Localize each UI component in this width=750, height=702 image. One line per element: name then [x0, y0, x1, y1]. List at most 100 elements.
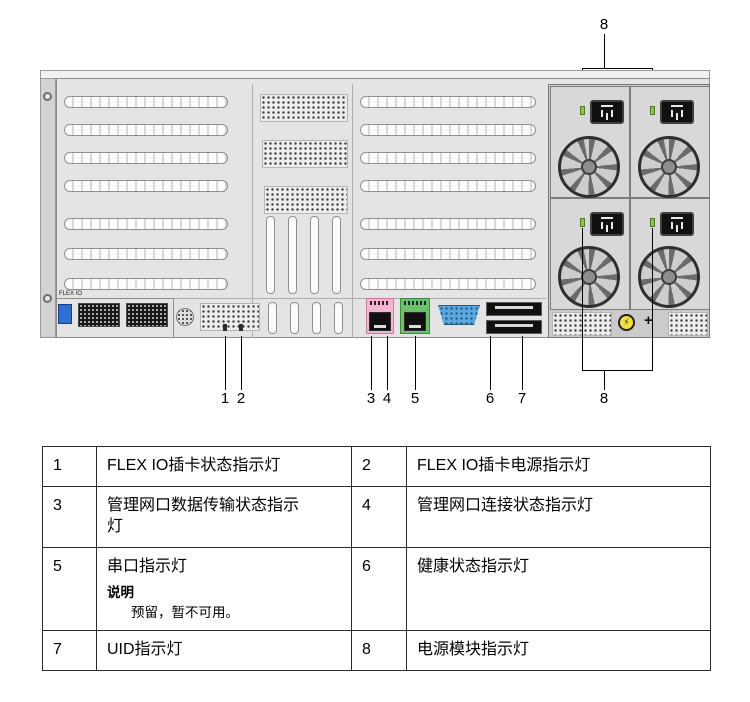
fan-hub	[661, 269, 677, 285]
vga-port	[438, 305, 480, 325]
panel-divider	[352, 84, 353, 338]
usb-port	[486, 320, 542, 334]
legend-num: 4	[351, 486, 407, 548]
callout-2: 2	[236, 390, 246, 407]
psu-warning-glyph: ⚡	[623, 317, 630, 327]
legend-desc: FLEX IO插卡电源指示灯	[406, 446, 711, 487]
psu-fan	[638, 246, 700, 308]
legend-desc-text: UID指示灯	[107, 641, 183, 659]
legend-desc: 健康状态指示灯	[406, 546, 711, 632]
psu-status-led	[580, 218, 585, 227]
table-row: 1 FLEX IO插卡状态指示灯 2 FLEX IO插卡电源指示灯	[42, 446, 711, 487]
vent-grid	[260, 94, 348, 122]
plus-mark: +	[644, 312, 653, 329]
power-socket	[590, 100, 624, 124]
vent-grid	[264, 186, 348, 214]
screw-hole	[43, 294, 52, 303]
mgmt-port	[369, 312, 391, 331]
callout-1: 1	[220, 390, 230, 407]
flexio-port-blue	[58, 304, 72, 324]
panel-divider	[56, 298, 546, 299]
legend-num: 7	[42, 630, 97, 672]
legend-num: 3	[42, 486, 97, 548]
riser-slot	[332, 216, 341, 294]
riser-slot	[310, 216, 319, 294]
callout-line	[604, 370, 605, 390]
rack-ear-left	[40, 78, 56, 338]
callout-line	[241, 336, 242, 390]
legend-num: 6	[351, 546, 407, 632]
pcie-slot	[360, 124, 536, 136]
pcie-slot	[360, 218, 536, 230]
flexio-port-cage	[126, 303, 168, 327]
legend-num: 5	[42, 546, 97, 632]
legend-num: 8	[351, 630, 407, 672]
fan-hub	[581, 159, 597, 175]
mgmt-port-label-mark	[370, 301, 390, 305]
callout-4: 4	[382, 390, 392, 407]
usb-port	[486, 302, 542, 316]
power-socket	[660, 100, 694, 124]
legend-desc: FLEX IO插卡状态指示灯	[96, 446, 352, 487]
vent-grid	[262, 140, 348, 168]
legend-desc: UID指示灯	[96, 630, 352, 672]
psu-status-led	[650, 218, 655, 227]
pcie-slot	[64, 218, 228, 230]
power-socket	[660, 212, 694, 236]
callout-line	[371, 336, 372, 390]
table-row: 3 管理网口数据传输状态指示灯 4 管理网口连接状态指示灯	[42, 486, 711, 548]
pcie-slot	[360, 248, 536, 260]
grille-button	[176, 308, 194, 326]
table-row: 5 串口指示灯 说明 预留，暂不可用。 6 健康状态指示灯	[42, 546, 711, 632]
legend-table: 1 FLEX IO插卡状态指示灯 2 FLEX IO插卡电源指示灯 3 管理网口…	[42, 446, 711, 672]
legend-desc: 电源模块指示灯	[406, 630, 711, 672]
pcie-slot	[64, 278, 228, 290]
legend-num: 2	[351, 446, 407, 487]
callout-5: 5	[410, 390, 420, 407]
pcie-slot	[64, 152, 228, 164]
pcie-slot	[360, 96, 536, 108]
callout-line	[522, 336, 523, 390]
vent-grid	[200, 303, 260, 331]
panel-divider	[252, 84, 253, 338]
callout-line	[582, 370, 653, 371]
riser-slot	[288, 216, 297, 294]
note-title: 说明	[107, 585, 134, 601]
screw-hole	[43, 92, 52, 101]
callout-line	[652, 228, 653, 370]
legend-desc-text: FLEX IO插卡状态指示灯	[107, 457, 281, 474]
flexio-label: FLEX IO	[59, 291, 83, 297]
fan-hub	[581, 269, 597, 285]
callout-line	[582, 228, 583, 370]
callout-7: 7	[517, 390, 527, 407]
legend-num: 1	[42, 446, 97, 487]
callout-line	[490, 336, 491, 390]
flexio-port-cage	[78, 303, 120, 327]
legend-desc: 串口指示灯 说明 预留，暂不可用。	[96, 546, 352, 632]
callout-3: 3	[366, 390, 376, 407]
riser-slot	[266, 216, 275, 294]
serial-port-label-mark	[404, 301, 426, 305]
legend-desc: 管理网口连接状态指示灯	[406, 486, 711, 548]
psu-fan	[638, 136, 700, 198]
callout-line	[582, 68, 653, 69]
psu-warning-icon: ⚡	[618, 314, 635, 331]
serial-port	[404, 312, 426, 331]
pcie-slot	[360, 152, 536, 164]
pcie-slot	[64, 96, 228, 108]
pcie-slot	[64, 180, 228, 192]
flexio-power-led	[239, 324, 243, 331]
table-row: 7 UID指示灯 8 电源模块指示灯	[42, 630, 711, 672]
riser-slot	[268, 302, 277, 334]
legend-desc-text: 管理网口数据传输状态指示灯	[107, 497, 300, 535]
flexio-status-led	[223, 324, 227, 331]
pcie-slot	[360, 278, 536, 290]
power-socket	[590, 212, 624, 236]
riser-slot	[312, 302, 321, 334]
pcie-slot	[64, 248, 228, 260]
riser-slot	[334, 302, 343, 334]
legend: 1 FLEX IO插卡状态指示灯 2 FLEX IO插卡电源指示灯 3 管理网口…	[42, 446, 711, 672]
psu-status-led	[650, 106, 655, 115]
callout-line	[415, 336, 416, 390]
